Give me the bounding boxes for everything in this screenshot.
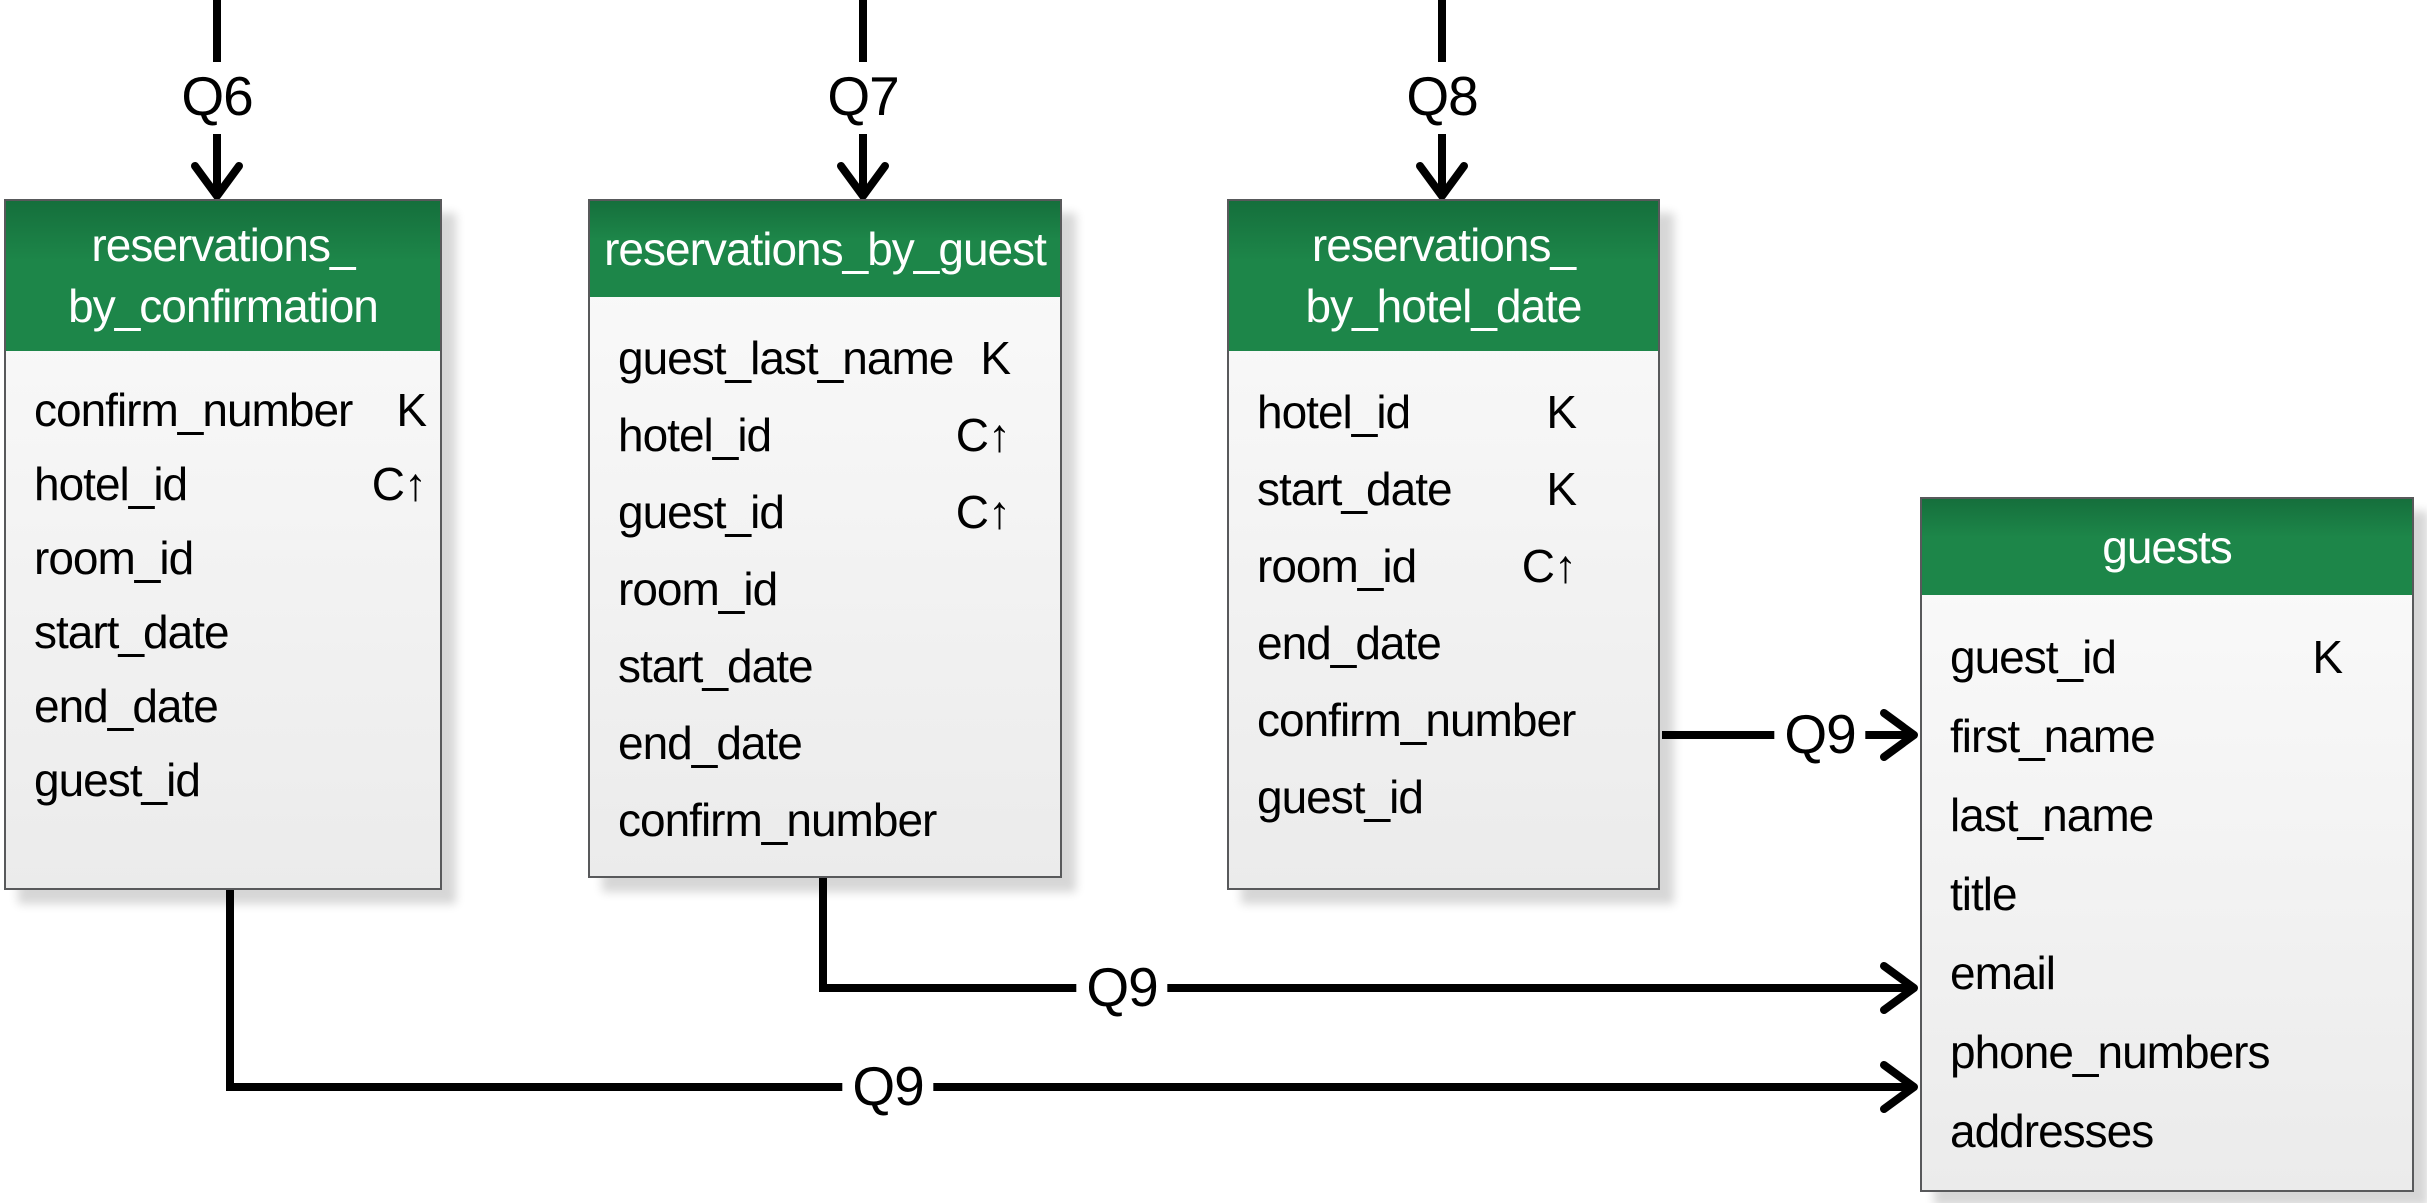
field-key-badge: K bbox=[980, 331, 1011, 384]
field-name: room_id bbox=[618, 562, 778, 615]
table-title: reservations_ by_hotel_date bbox=[1229, 201, 1658, 351]
field-row: hotel_id K bbox=[1229, 373, 1658, 450]
table-reservations-by-confirmation: reservations_ by_confirmation confirm_nu… bbox=[4, 199, 442, 890]
query-label-q6: Q6 bbox=[171, 67, 263, 126]
field-name: room_id bbox=[34, 532, 194, 584]
field-row: start_date K bbox=[1229, 450, 1658, 527]
field-name: confirm_number bbox=[1257, 693, 1576, 746]
field-name: room_id bbox=[1257, 539, 1417, 592]
field-key-badge: K bbox=[2312, 630, 2343, 683]
field-row: room_id C↑ bbox=[1229, 527, 1658, 604]
field-row: room_id bbox=[6, 521, 440, 595]
table-title: reservations_ by_confirmation bbox=[6, 201, 440, 351]
field-row: guest_id bbox=[6, 743, 440, 817]
field-name: title bbox=[1950, 867, 2018, 920]
field-row: guest_last_name K bbox=[590, 319, 1060, 396]
field-name: hotel_id bbox=[618, 408, 772, 461]
table-title: reservations_by_guest bbox=[590, 201, 1060, 297]
field-name: confirm_number bbox=[618, 793, 937, 846]
field-name: end_date bbox=[1257, 616, 1442, 669]
field-row: email bbox=[1922, 933, 2412, 1012]
table-title-line: guests bbox=[2102, 520, 2233, 573]
field-name: confirm_number bbox=[34, 384, 353, 436]
field-list: guest_id K first_name last_name title ema… bbox=[1922, 595, 2412, 1170]
field-row: last_name bbox=[1922, 775, 2412, 854]
field-name: first_name bbox=[1950, 709, 2156, 762]
field-name: guest_id bbox=[34, 754, 201, 806]
field-name: guest_id bbox=[1257, 770, 1424, 823]
table-reservations-by-guest: reservations_by_guest guest_last_name K h… bbox=[588, 199, 1062, 878]
table-title-line: reservations_ bbox=[1311, 219, 1576, 272]
table-guests: guests guest_id K first_name last_name ti… bbox=[1920, 497, 2414, 1192]
field-name: start_date bbox=[34, 606, 230, 658]
field-row: room_id bbox=[590, 550, 1060, 627]
query-label-q9-hotel-date: Q9 bbox=[1774, 705, 1866, 764]
field-row: confirm_number bbox=[590, 781, 1060, 858]
q9-guest-arrow bbox=[819, 874, 1918, 1014]
field-row: end_date bbox=[1229, 604, 1658, 681]
field-row: end_date bbox=[6, 669, 440, 743]
field-row: end_date bbox=[590, 704, 1060, 781]
field-row: first_name bbox=[1922, 696, 2412, 775]
field-row: start_date bbox=[590, 627, 1060, 704]
table-title-line: reservations_ bbox=[91, 219, 355, 272]
field-name: addresses bbox=[1950, 1104, 2154, 1157]
field-name: start_date bbox=[618, 639, 814, 692]
field-row: confirm_number K bbox=[6, 373, 440, 447]
field-name: hotel_id bbox=[1257, 385, 1411, 438]
field-key-badge: C↑ bbox=[1521, 539, 1577, 592]
field-name: guest_id bbox=[618, 485, 785, 538]
field-row: guest_id bbox=[1229, 758, 1658, 835]
field-row: start_date bbox=[6, 595, 440, 669]
query-label-q9-guest: Q9 bbox=[1076, 958, 1168, 1017]
field-row: phone_numbers bbox=[1922, 1012, 2412, 1091]
field-key-badge: K bbox=[1546, 462, 1577, 515]
field-name: last_name bbox=[1950, 788, 2154, 841]
field-name: start_date bbox=[1257, 462, 1453, 515]
table-title: guests bbox=[1922, 499, 2412, 595]
field-row: hotel_id C↑ bbox=[590, 396, 1060, 473]
query-label-q7: Q7 bbox=[817, 67, 909, 126]
field-name: guest_last_name bbox=[618, 331, 954, 384]
table-title-line: by_hotel_date bbox=[1305, 280, 1582, 332]
field-key-badge: C↑ bbox=[955, 408, 1011, 461]
field-list: confirm_number K hotel_id C↑ room_id start… bbox=[6, 351, 440, 817]
field-name: end_date bbox=[618, 716, 803, 769]
field-key-badge: C↑ bbox=[371, 458, 427, 510]
field-key-badge: C↑ bbox=[955, 485, 1011, 538]
field-name: guest_id bbox=[1950, 630, 2117, 683]
query-label-q8: Q8 bbox=[1396, 67, 1488, 126]
field-name: end_date bbox=[34, 680, 219, 732]
field-row: guest_id C↑ bbox=[590, 473, 1060, 550]
field-row: title bbox=[1922, 854, 2412, 933]
field-name: hotel_id bbox=[34, 458, 188, 510]
field-key-badge: K bbox=[396, 384, 427, 436]
field-row: guest_id K bbox=[1922, 617, 2412, 696]
field-row: hotel_id C↑ bbox=[6, 447, 440, 521]
field-row: addresses bbox=[1922, 1091, 2412, 1170]
table-title-line: reservations_by_guest bbox=[604, 222, 1047, 275]
field-name: phone_numbers bbox=[1950, 1025, 2270, 1078]
field-row: confirm_number bbox=[1229, 681, 1658, 758]
field-key-badge: K bbox=[1546, 385, 1577, 438]
q9-confirmation-arrow bbox=[226, 886, 1918, 1113]
table-title-line: by_confirmation bbox=[68, 280, 379, 332]
query-label-q9-confirmation: Q9 bbox=[842, 1057, 934, 1116]
field-name: email bbox=[1950, 946, 2056, 999]
